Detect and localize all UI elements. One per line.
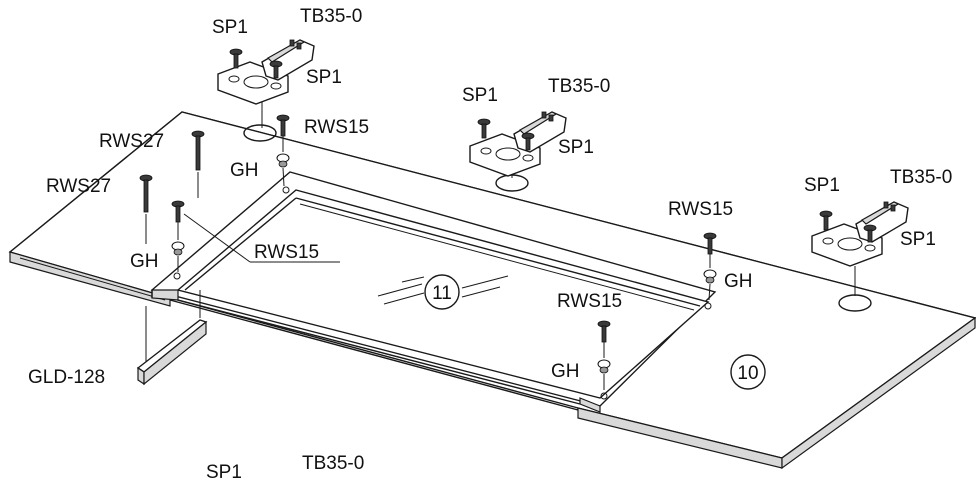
screw-rws15 [703,232,717,268]
label-gh: GH [230,160,259,181]
label-sp1: SP1 [462,85,498,106]
panel-11-label: 11 [432,283,452,304]
panel-10-label: 10 [737,363,758,384]
screw-sp1 [477,118,491,139]
callout-panel-10: 10 [730,354,766,390]
label-rws15: RWS15 [254,242,319,263]
label-sp1: SP1 [206,462,242,483]
screw-rws15 [276,114,290,152]
label-sp1: SP1 [900,229,936,250]
label-tb35: TB35-0 [302,453,364,474]
glass-rail-gld128 [136,290,208,386]
glass-holder-gh [597,359,611,390]
screw-rws27 [139,174,153,244]
label-tb35: TB35-0 [300,6,362,27]
glass-holder-gh [703,269,717,301]
glass-holder-gh [276,153,290,187]
label-rws27: RWS27 [99,131,164,152]
glass-holder-gh [171,241,185,272]
label-rws15: RWS15 [304,117,369,138]
label-rws27: RWS27 [46,176,111,197]
label-gh: GH [551,361,580,382]
screw-rws27 [191,130,205,198]
label-sp1: SP1 [558,137,594,158]
label-gld128: GLD-128 [28,367,105,388]
hinge-hole [243,124,277,142]
label-sp1: SP1 [306,67,342,88]
screw-sp1 [269,60,283,79]
screw-sp1 [819,210,833,231]
label-tb35: TB35-0 [548,76,610,97]
label-rws15: RWS15 [557,291,622,312]
label-sp1: SP1 [804,175,840,196]
label-gh: GH [724,271,753,292]
screw-sp1 [229,48,243,69]
screw-sp1 [863,224,877,243]
label-sp1: SP1 [212,17,248,38]
screw-rws15 [171,200,251,263]
callout-panel-11: 11 [424,274,460,310]
screw-sp1 [521,132,535,151]
label-rws15: RWS15 [668,199,733,220]
screw-rws15 [597,320,611,358]
label-tb35: TB35-0 [890,167,952,188]
glass-reflection [377,275,509,305]
label-gh: GH [130,251,159,272]
